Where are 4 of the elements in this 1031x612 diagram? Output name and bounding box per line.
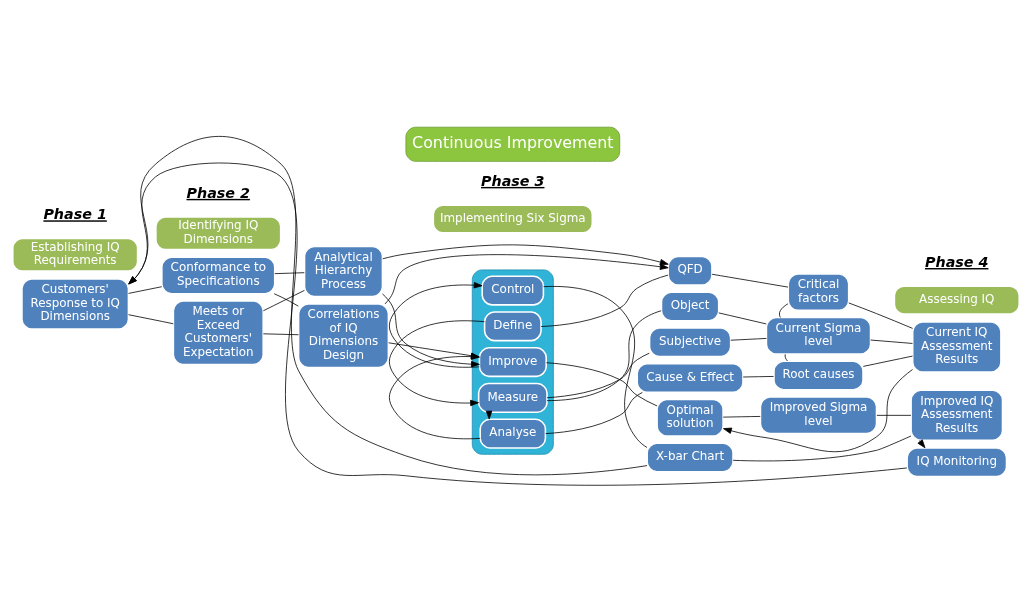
label: Phase 2 xyxy=(185,184,250,201)
label: Phase 1 xyxy=(42,205,107,222)
label: Phase 4 xyxy=(924,253,988,270)
label: Phase 3 xyxy=(480,172,544,189)
